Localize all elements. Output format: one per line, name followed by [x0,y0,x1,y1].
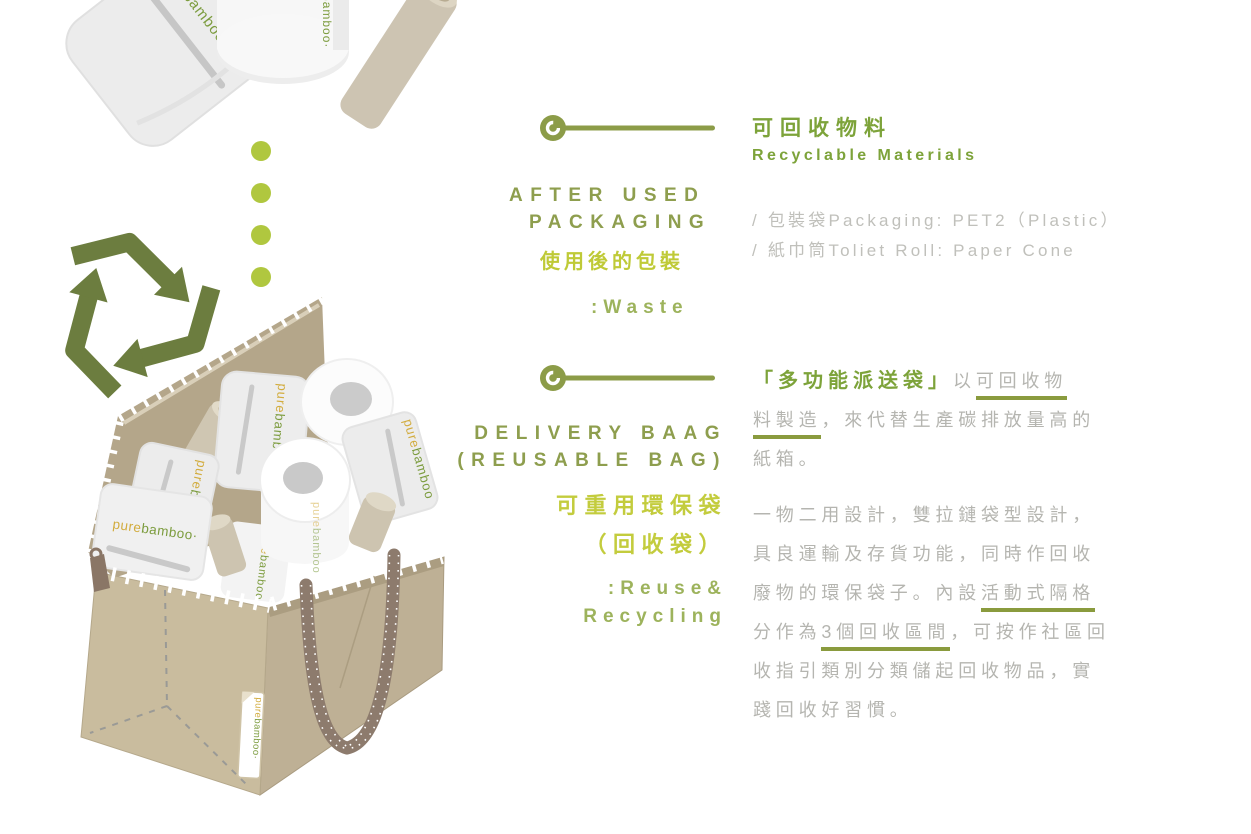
material-item: / 紙巾筒Toliet Roll: Paper Cone [752,241,1076,260]
falling-dots [251,141,271,287]
section-title-zh: 可回收物料 [752,117,892,140]
svg-text:purebamboo: purebamboo [268,383,290,467]
reuse-state-tag-line1: :Reuse& [607,578,727,599]
svg-text:purebamboo: purebamboo [401,417,438,501]
material-item: / 包裝袋Packaging: PET2（Plastic） [752,211,1121,230]
underlined-text: 活動式隔格 [981,583,1095,612]
bag-para2-line6: 踐回收好習慣。 [753,700,913,720]
svg-text:purebamboo: purebamboo [178,459,210,543]
toilet-roll: purebamboo· [217,0,349,84]
brand-wordmark: purebamboo· [159,0,234,51]
brand-wordmark: purebamboo· [320,0,334,48]
bag-fold-lines [89,589,249,787]
reuse-state-tag-line2: Recycling [583,606,727,627]
underlined-text: 3個回收區間 [821,622,951,651]
bag-flap [88,297,330,578]
delivery-bag-label-line1: DELIVERY BAAG [474,423,727,444]
svg-text:purebamboo·: purebamboo· [112,517,199,544]
bag-rope-handle [299,548,401,755]
after-used-label-line2: PACKAGING [529,212,712,233]
svg-text:purebamboo: purebamboo [252,528,273,601]
bag-para2-line1: 一物二用設計，雙拉鏈袋型設計， [753,505,1095,525]
toilet-paper-pack: purebamboo· [65,0,304,147]
bag-contents: purebamboo purebamboo [91,358,439,603]
bag-side-face [259,556,445,796]
bag-para2-line4: 分作為3個回收區間，可按作社區回 [753,618,1110,651]
delivery-bag-label-line2: (REUSABLE BAG) [457,450,727,471]
bag-para2-line5: 收指引類別分類儲起回收物品，實 [753,661,1095,681]
delivery-bag-label-zh1: 可重用環保袋 [555,493,727,518]
connector-bag [540,365,715,391]
bag-para1-line2: 料製造，來代替生產碳排放量高的 [753,406,1095,439]
paper-cone-tube [340,0,457,129]
delivery-bag-label-zh2: （回收袋） [584,532,727,557]
bag-para2-line2: 具良運輸及存貨功能，同時作回收 [753,544,1095,564]
connector-node-icon [540,365,566,391]
after-used-label-line1: AFTER USED [509,185,706,206]
bag-para1-title: 「多功能派送袋」 [753,370,953,392]
zipper-pull-icon [89,547,110,592]
bag-para1-line1: 「多功能派送袋」以可回收物 [753,364,1068,400]
bag-brand-tag: purebamboo· [237,690,265,780]
connector-waste [540,115,715,141]
section-title-en: Recyclable Materials [752,147,978,164]
bag-para1-line3: 紙箱。 [753,449,822,469]
connector-node-icon [540,115,566,141]
waste-state-tag: :Waste [591,297,689,318]
recycle-icon [65,232,221,399]
falling-items: purebamboo· purebamboo· [65,0,457,147]
svg-text:purebamboo: purebamboo [310,502,322,574]
delivery-bag: purebamboo purebamboo [80,290,445,796]
bag-para2-line3: 廢物的環保袋子。內設活動式隔格 [753,579,1095,612]
after-used-label-zh: 使用後的包裝 [540,251,684,273]
underlined-text: 可回收物 [975,371,1068,400]
underlined-text: 料製造 [753,410,822,439]
bag-front-face [80,571,269,796]
svg-text:purebamboo·: purebamboo· [250,697,264,760]
